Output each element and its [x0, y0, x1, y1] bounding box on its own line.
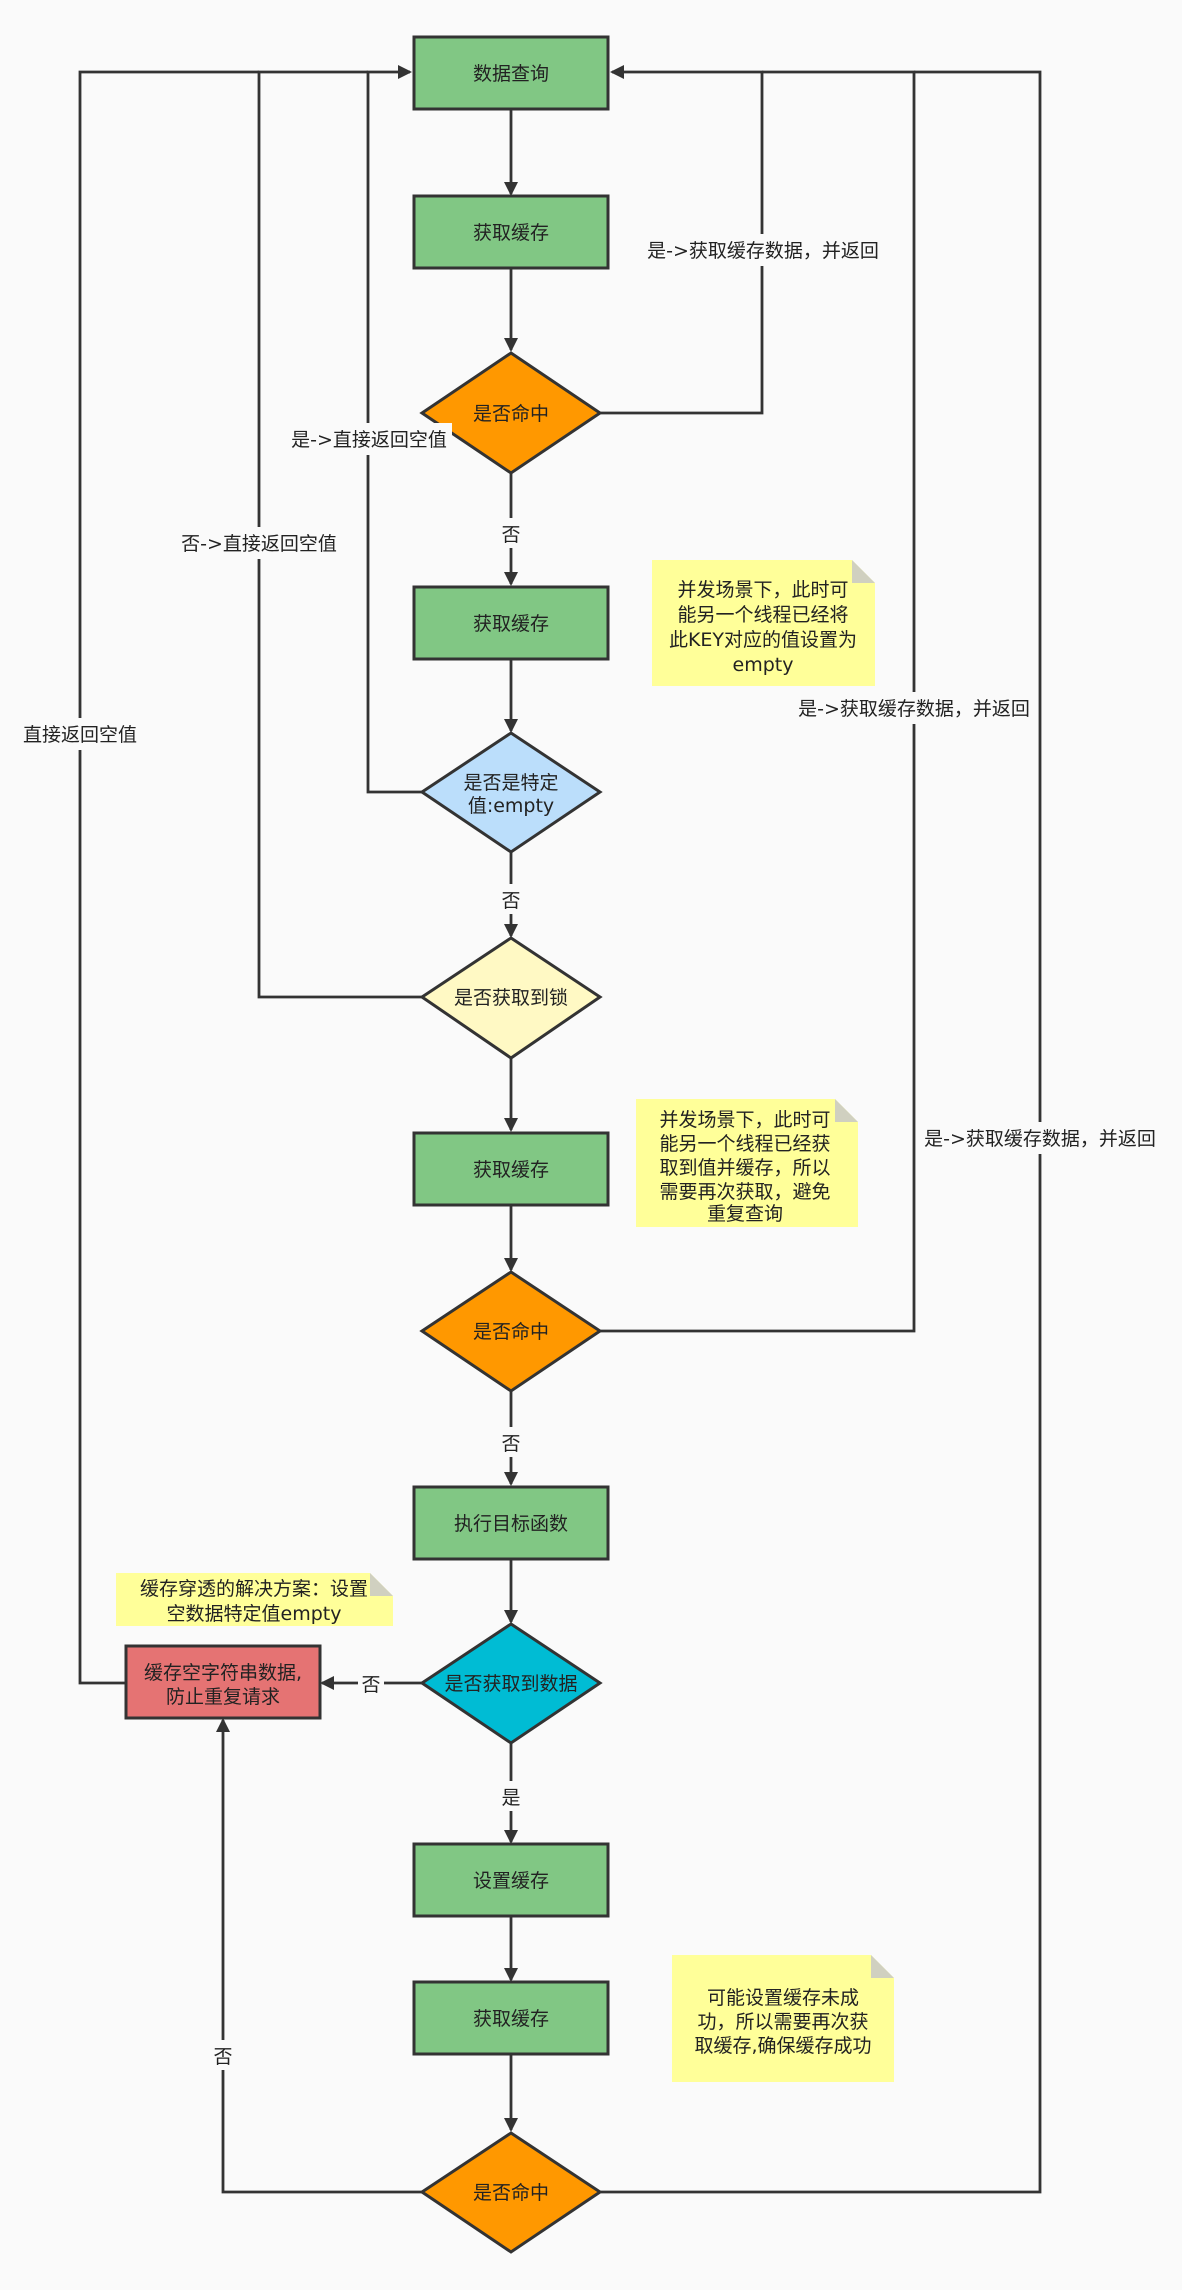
label-empty-yes: 是->直接返回空值: [291, 429, 447, 451]
note-2-line-1: 并发场景下，此时可: [659, 1109, 830, 1131]
is-empty-label-2: 值:empty: [468, 795, 554, 817]
exec-fn-label: 执行目标函数: [454, 1513, 568, 1535]
node-get-cache-4: 获取缓存: [412, 1980, 610, 2056]
label-got-yes: 是: [501, 1787, 520, 1809]
get-cache-4-box: [412, 1980, 610, 2056]
hit-1-label: 是否命中: [473, 403, 549, 425]
node-cache-empty: 缓存空字符串数据, 防止重复请求: [124, 1644, 322, 1720]
node-hit-1: 是否命中: [419, 351, 603, 475]
hit-3-diamond: [419, 2131, 603, 2254]
note-2-line-2: 能另一个线程已经获: [659, 1133, 830, 1155]
node-get-cache-2: 获取缓存: [412, 585, 610, 661]
label-hit1-no: 否: [501, 524, 520, 546]
label-hit1-yes: 是->获取缓存数据，并返回: [647, 240, 879, 262]
get-cache-2-box: [412, 585, 610, 661]
hit-2-diamond: [419, 1270, 603, 1393]
cache-empty-box: [124, 1644, 322, 1720]
node-exec-fn: 执行目标函数: [412, 1485, 610, 1561]
is-empty-diamond: [419, 731, 603, 854]
label-lock-no: 否->直接返回空值: [181, 533, 337, 555]
note-2-line-4: 需要再次获取，避免: [659, 1181, 830, 1203]
set-cache-label: 设置缓存: [473, 1870, 549, 1892]
note-2-line-5: 重复查询: [707, 1203, 783, 1225]
label-hit3-no: 否: [213, 2046, 232, 2068]
note-4-body: [672, 1955, 894, 2082]
node-got-data: 是否获取到数据: [419, 1622, 603, 1745]
get-cache-4-label: 获取缓存: [473, 2008, 549, 2030]
query-box: [412, 35, 610, 111]
get-lock-label: 是否获取到锁: [454, 987, 568, 1009]
label-hit2-yes: 是->获取缓存数据，并返回: [798, 698, 1030, 720]
query-label: 数据查询: [473, 63, 549, 85]
node-is-empty: 是否是特定 值:empty: [419, 731, 603, 854]
note-2-body: [636, 1099, 858, 1227]
label-hit2-no: 否: [501, 1433, 520, 1455]
cache-empty-label-2: 防止重复请求: [166, 1686, 280, 1708]
node-get-cache-3: 获取缓存: [412, 1131, 610, 1207]
get-cache-1-label: 获取缓存: [473, 222, 549, 244]
note-1-line-1: 并发场景下，此时可: [677, 579, 848, 601]
note-4-line-2: 功，所以需要再次获: [697, 2011, 868, 2033]
edge-labels: 是->获取缓存数据，并返回 否 是->直接返回空值 否 否->直接返回空值 是-…: [16, 234, 1160, 2070]
hit-3-label: 是否命中: [473, 2182, 549, 2204]
note-3-line-1: 缓存穿透的解决方案：设置: [140, 1578, 368, 1600]
note-2: 并发场景下，此时可 能另一个线程已经获 取到值并缓存，所以 需要再次获取，避免 …: [636, 1099, 858, 1227]
note-3-body: [116, 1573, 393, 1626]
note-1-line-4: empty: [733, 654, 794, 676]
note-1-body: [652, 560, 875, 686]
get-lock-diamond: [419, 936, 603, 1060]
node-set-cache: 设置缓存: [412, 1842, 610, 1918]
note-3-line-2: 空数据特定值empty: [167, 1603, 342, 1625]
note-1-line-2: 能另一个线程已经将: [677, 604, 848, 626]
node-hit-3: 是否命中: [419, 2131, 603, 2254]
note-4-line-1: 可能设置缓存未成: [707, 1987, 859, 2009]
is-empty-label-1: 是否是特定: [463, 772, 558, 794]
got-data-diamond: [419, 1622, 603, 1745]
note-1-line-3: 此KEY对应的值设置为: [669, 629, 857, 651]
exec-fn-box: [412, 1485, 610, 1561]
edge-cacheempty-to-query: [78, 70, 259, 1685]
note-4-line-3: 取缓存,确保缓存成功: [694, 2035, 871, 2057]
got-data-label: 是否获取到数据: [444, 1673, 577, 1695]
node-get-cache-1: 获取缓存: [412, 194, 610, 270]
label-hit3-yes: 是->获取缓存数据，并返回: [924, 1128, 1156, 1150]
note-3: 缓存穿透的解决方案：设置 空数据特定值empty: [116, 1573, 393, 1626]
note-3-fold: [370, 1573, 393, 1596]
get-cache-1-box: [412, 194, 610, 270]
node-get-lock: 是否获取到锁: [419, 936, 603, 1060]
node-hit-2: 是否命中: [419, 1270, 603, 1393]
note-2-fold: [835, 1099, 858, 1122]
get-cache-3-label: 获取缓存: [473, 1159, 549, 1181]
label-empty-no: 否: [501, 890, 520, 912]
hit-2-label: 是否命中: [473, 1321, 549, 1343]
node-query: 数据查询: [412, 35, 610, 111]
label-direct-return: 直接返回空值: [23, 724, 137, 746]
label-got-no: 否: [361, 1674, 380, 1696]
hit-1-diamond: [419, 351, 603, 475]
get-cache-3-box: [412, 1131, 610, 1207]
edge-hit3-no: [216, 1718, 422, 2194]
set-cache-box: [412, 1842, 610, 1918]
get-cache-2-label: 获取缓存: [473, 613, 549, 635]
cache-empty-label-1: 缓存空字符串数据,: [144, 1662, 302, 1684]
note-2-line-3: 取到值并缓存，所以: [659, 1157, 830, 1179]
note-1: 并发场景下，此时可 能另一个线程已经将 此KEY对应的值设置为 empty: [652, 560, 875, 686]
note-4-fold: [871, 1955, 894, 1978]
note-4: 可能设置缓存未成 功，所以需要再次获 取缓存,确保缓存成功: [672, 1955, 894, 2082]
note-1-fold: [852, 560, 875, 583]
